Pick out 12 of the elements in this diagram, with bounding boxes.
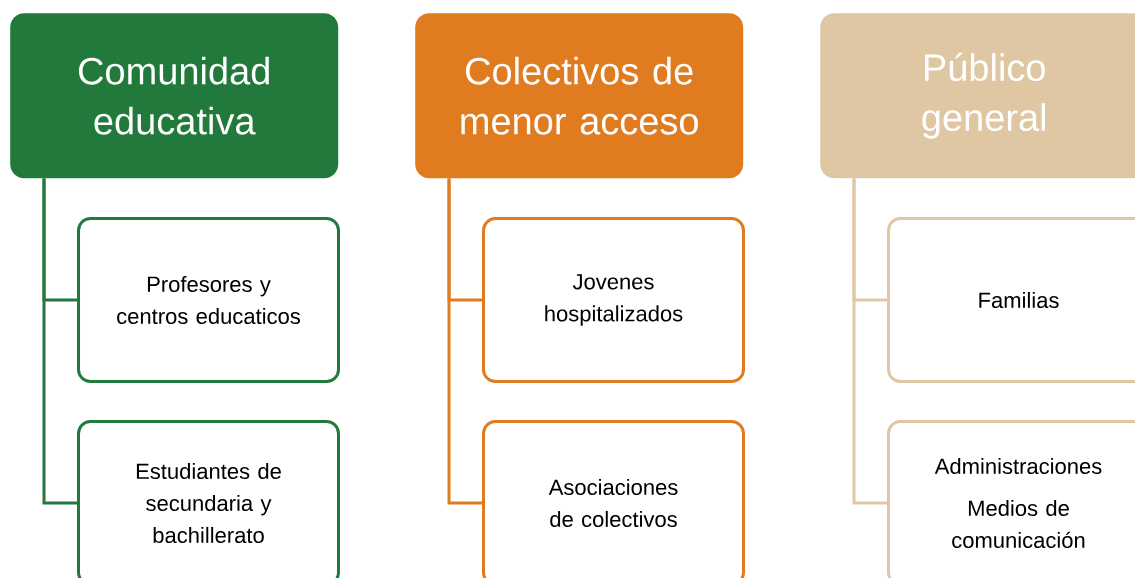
item-box: Estudiantes de secundaria y bachillerato xyxy=(77,420,340,578)
connector-line xyxy=(852,178,887,505)
item-box: Profesores y centros educaticos xyxy=(77,217,340,383)
item-box: Jovenes hospitalizados xyxy=(482,217,745,383)
item-box: Asociaciones de colectivos xyxy=(482,420,745,578)
item-box: Familias xyxy=(887,217,1135,383)
item-box: Administraciones Medios de comunicación xyxy=(887,420,1135,578)
header-box: Colectivos de menor acceso xyxy=(415,13,744,179)
connector-line xyxy=(447,178,482,505)
header-box: Comunidad educativa xyxy=(10,13,339,179)
connector-line xyxy=(42,178,77,505)
header-box: Público general xyxy=(820,13,1135,179)
